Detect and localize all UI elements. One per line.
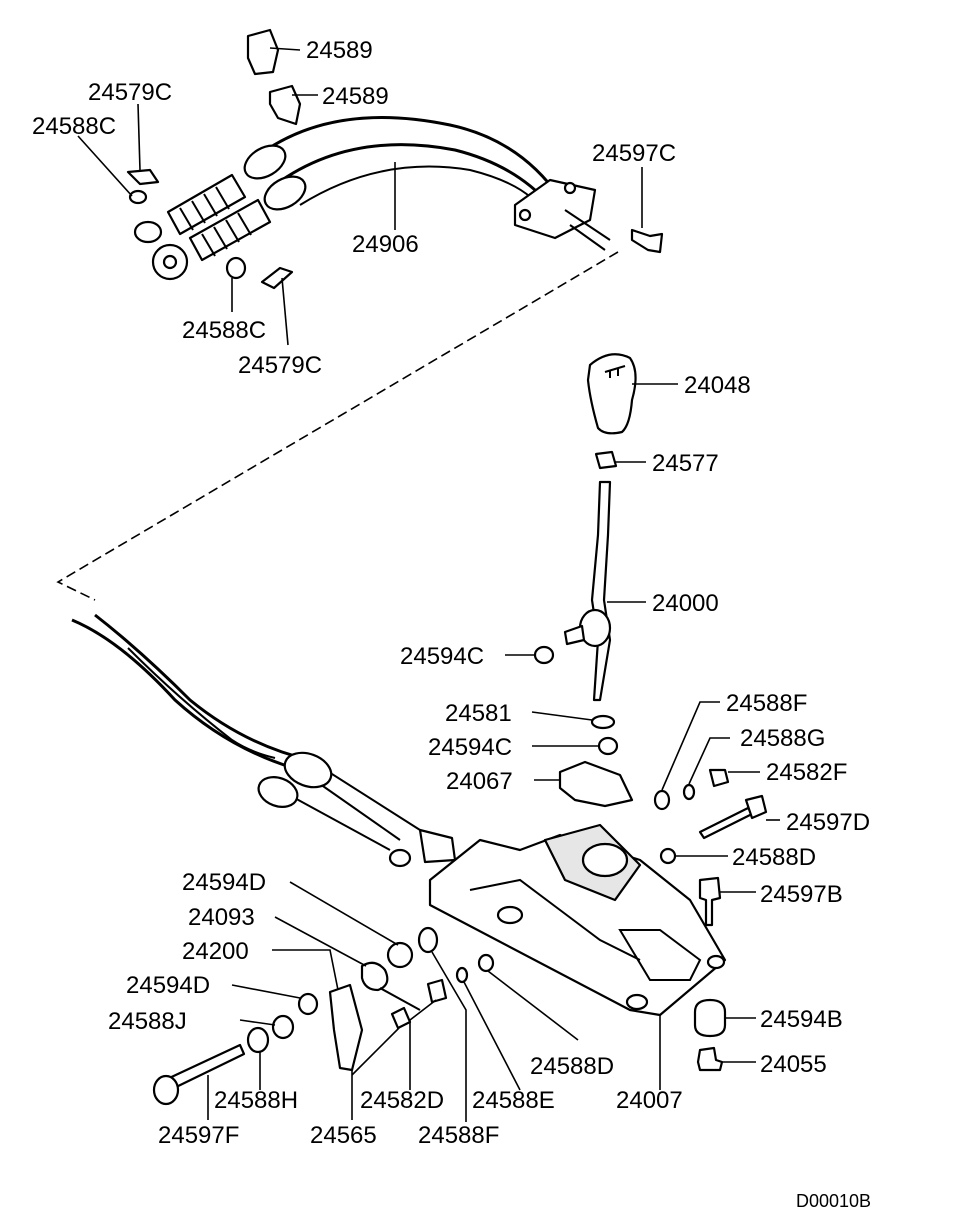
cable-assembly-upper xyxy=(133,116,611,281)
label-24000: 24000 xyxy=(652,590,719,617)
label-24588d-lower: 24588D xyxy=(530,1053,614,1080)
label-24093: 24093 xyxy=(188,904,255,931)
label-24589-lower: 24589 xyxy=(322,83,389,110)
label-24565: 24565 xyxy=(310,1122,377,1149)
bushing-24594d-upper xyxy=(386,941,414,969)
label-24588c-lower: 24588C xyxy=(182,317,266,344)
washer-24588g xyxy=(682,783,696,801)
label-24588h: 24588H xyxy=(214,1087,298,1114)
label-24581: 24581 xyxy=(445,700,512,727)
spring-24093 xyxy=(360,961,389,992)
cable-assembly-lower xyxy=(71,613,457,868)
label-24597b: 24597B xyxy=(760,881,843,908)
washer-24588e xyxy=(455,966,469,984)
washer-24588f-right xyxy=(653,789,671,811)
washer-24588c-lower xyxy=(225,256,247,280)
label-24588d-right: 24588D xyxy=(732,844,816,871)
label-24588f-right: 24588F xyxy=(726,690,807,717)
label-24582d: 24582D xyxy=(360,1087,444,1114)
label-24594d-lower: 24594D xyxy=(126,972,210,999)
label-24589-upper: 24589 xyxy=(306,37,373,64)
label-24579c-upper: 24579C xyxy=(88,79,172,106)
label-24597f: 24597F xyxy=(158,1122,239,1149)
washer-24588d-lower xyxy=(477,953,495,973)
shift-knob-24048 xyxy=(586,353,637,435)
clip-24579c-lower xyxy=(260,266,294,290)
label-24048: 24048 xyxy=(684,372,751,399)
clip-24589-upper xyxy=(246,28,280,76)
washer-24588f-lower xyxy=(417,926,439,954)
diagram-code: D00010B xyxy=(796,1191,871,1210)
bushing-24594c-upper xyxy=(533,645,555,665)
bushing-24577 xyxy=(594,450,618,470)
label-24588f-lower: 24588F xyxy=(418,1122,499,1149)
nut-24582d xyxy=(426,978,448,1004)
label-24067: 24067 xyxy=(446,768,513,795)
label-24594c-upper: 24594C xyxy=(400,643,484,670)
dashed-connection-line xyxy=(56,251,619,601)
label-24597c: 24597C xyxy=(592,140,676,167)
label-24588c-upper: 24588C xyxy=(32,113,116,140)
bolt-24597d xyxy=(698,806,754,840)
spring-wire xyxy=(379,987,421,1011)
clip-24589-lower xyxy=(268,84,302,126)
bushing-24594b xyxy=(693,998,727,1038)
label-24577: 24577 xyxy=(652,450,719,477)
shift-lever-24000 xyxy=(590,480,612,702)
lever-pin xyxy=(563,624,586,646)
knob-pattern xyxy=(604,365,626,378)
bracket-24067 xyxy=(558,760,634,808)
nut-24582f xyxy=(708,768,730,788)
label-24055: 24055 xyxy=(760,1051,827,1078)
label-24588g: 24588G xyxy=(740,725,825,752)
label-24200: 24200 xyxy=(182,938,249,965)
washer-24588h xyxy=(246,1026,270,1054)
label-24906: 24906 xyxy=(352,231,419,258)
bolt-24597f-head xyxy=(152,1074,180,1106)
ring-24581 xyxy=(590,714,616,730)
bolt-24597b xyxy=(698,876,722,927)
washer-24588j xyxy=(271,1014,295,1040)
label-24594d-upper: 24594D xyxy=(182,869,266,896)
lever-arm-24200 xyxy=(328,983,364,1072)
leader-lines xyxy=(77,47,780,1122)
label-24597d: 24597D xyxy=(786,809,870,836)
label-24588j: 24588J xyxy=(108,1008,187,1035)
label-24588e: 24588E xyxy=(472,1087,555,1114)
label-24594c-lower: 24594C xyxy=(428,734,512,761)
bushing-24055 xyxy=(696,1046,724,1072)
clip-24579c-upper xyxy=(126,168,160,186)
washer-24588d-right xyxy=(659,847,677,865)
label-24582f: 24582F xyxy=(766,759,847,786)
bolt-24597c xyxy=(630,228,664,254)
label-24579c-lower: 24579C xyxy=(238,352,322,379)
bushing-24594c-lower xyxy=(597,736,619,756)
label-24007: 24007 xyxy=(616,1087,683,1114)
label-24594b: 24594B xyxy=(760,1006,843,1033)
pin-24565 xyxy=(390,1006,412,1030)
bushing-24594d-lower xyxy=(297,992,319,1016)
washer-24588c-upper xyxy=(128,189,148,205)
base-housing-24007 xyxy=(428,823,727,1017)
bolt-24597d-head xyxy=(744,794,768,820)
